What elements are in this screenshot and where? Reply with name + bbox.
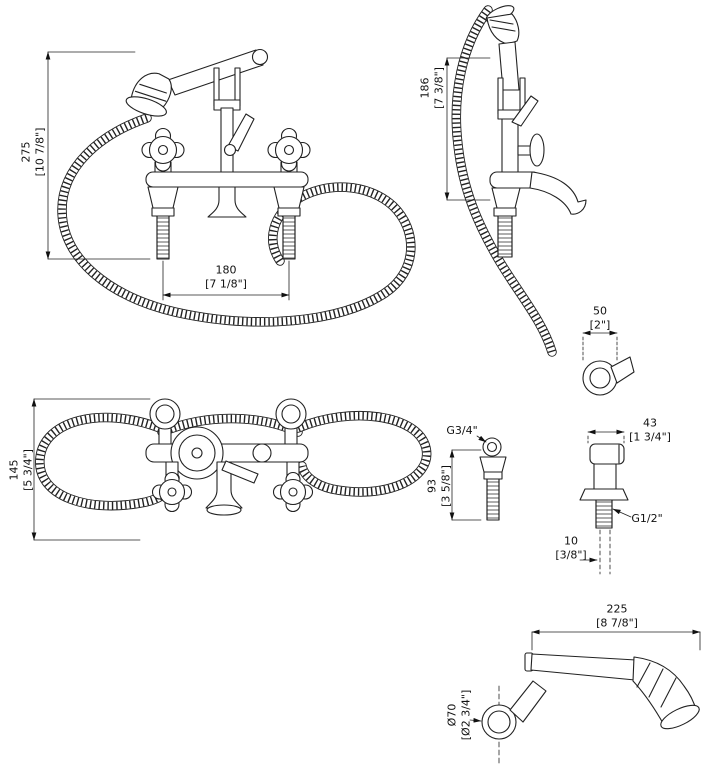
side-view-drawing xyxy=(444,5,587,352)
cradle-mount xyxy=(252,443,272,463)
inlet-leg-left xyxy=(147,186,179,260)
dim-plan-depth: 145 [5 3/4"] xyxy=(7,449,35,491)
dim-mm: 275 xyxy=(19,141,33,163)
diverter-lever xyxy=(223,113,255,157)
dim-mm: 180 xyxy=(215,263,237,277)
dim-outlet-height: 93 [3 5/8"] xyxy=(425,465,453,507)
handset-body xyxy=(524,652,700,730)
thread-label-g34: G3/4" xyxy=(446,424,477,438)
diverter-plate xyxy=(170,426,224,480)
dim-mm: 145 xyxy=(7,459,21,481)
spout-side xyxy=(529,171,587,215)
dim-handset-length: 225 [8 7/8"] xyxy=(596,602,638,630)
dim-mm: 225 xyxy=(606,602,628,616)
dim-inch: [Ø2 3/4"] xyxy=(459,689,472,741)
spout-plan xyxy=(205,461,243,509)
front-dimension-lines xyxy=(45,51,290,301)
dim-inch: [7 3/8"] xyxy=(432,67,445,109)
lever-plan xyxy=(221,460,259,484)
dim-mm: 10 xyxy=(563,534,578,548)
diverter-lever-side xyxy=(511,95,539,127)
wall-flange-left xyxy=(149,398,181,430)
handset-detail-drawing xyxy=(469,629,701,767)
dim-front-width: 180 [7 1/8"] xyxy=(205,263,247,291)
dim-inch: [2"] xyxy=(589,318,611,331)
bracket-dimension-lines xyxy=(582,330,618,361)
dim-mm: 43 xyxy=(643,416,657,430)
spout-tip xyxy=(206,504,242,516)
thread-size: G3/4" xyxy=(446,424,478,438)
handset-cone xyxy=(509,680,547,723)
dim-outlet-offset: 10 [3/8"] xyxy=(555,534,586,562)
handset-cradle xyxy=(213,67,241,175)
cross-handle-side xyxy=(517,133,545,167)
mixer-plan xyxy=(145,398,314,516)
front-view-drawing xyxy=(45,48,411,322)
side-dimension-lines xyxy=(444,57,491,201)
hose-union xyxy=(479,437,507,521)
dim-inch: [1 3/4"] xyxy=(629,430,671,443)
plan-dimension-lines xyxy=(31,398,151,541)
handset-dimension-lines xyxy=(469,629,701,723)
spout xyxy=(207,186,247,218)
dim-inch: [10 7/8"] xyxy=(33,127,46,177)
wall-flange-right xyxy=(275,398,307,430)
dim-mm: 186 xyxy=(418,77,432,99)
dim-inch: [3 5/8"] xyxy=(439,465,452,507)
mixer-front xyxy=(125,48,311,260)
dim-mm: 93 xyxy=(425,479,439,493)
wall-outlet-drawing xyxy=(449,429,632,575)
inlet-leg-side xyxy=(491,187,521,258)
outlet-dimension-lines xyxy=(449,429,632,575)
dim-mm: Ø70 xyxy=(445,703,459,727)
inlet-leg-right xyxy=(273,186,305,260)
dim-bracket-width: 50 [2"] xyxy=(590,304,611,332)
dim-inch: [8 7/8"] xyxy=(596,616,638,629)
cradle-side xyxy=(497,77,526,173)
mixer-body-plan xyxy=(145,443,309,463)
mixer-side xyxy=(485,5,587,258)
cross-handle-plan-left xyxy=(151,461,193,513)
dim-outlet-depth: 43 [1 3/4"] xyxy=(629,416,671,444)
outlet-elbow xyxy=(579,443,629,529)
dim-handset-diameter: Ø70 [Ø2 3/4"] xyxy=(445,690,473,741)
cross-handle-left xyxy=(141,127,185,175)
plan-view-drawing xyxy=(31,398,427,541)
thread-label-g12: G1/2" xyxy=(631,512,662,526)
dim-front-height: 275 [10 7/8"] xyxy=(19,128,47,177)
dim-inch: [5 3/4"] xyxy=(21,449,34,491)
wall-bracket-drawing xyxy=(582,330,635,396)
thread-size: G1/2" xyxy=(631,512,663,526)
cross-handle-plan-right xyxy=(272,461,314,513)
dim-side-height: 186 [7 3/8"] xyxy=(418,67,446,109)
handset-side xyxy=(485,5,520,91)
dim-inch: [7 1/8"] xyxy=(205,277,247,290)
mixer-body xyxy=(145,171,309,188)
dim-inch: [3/8"] xyxy=(555,548,587,561)
dim-mm: 50 xyxy=(593,304,607,318)
cross-handle-right xyxy=(267,127,311,175)
handset-ring xyxy=(481,704,517,740)
handset-on-cradle xyxy=(125,48,269,117)
